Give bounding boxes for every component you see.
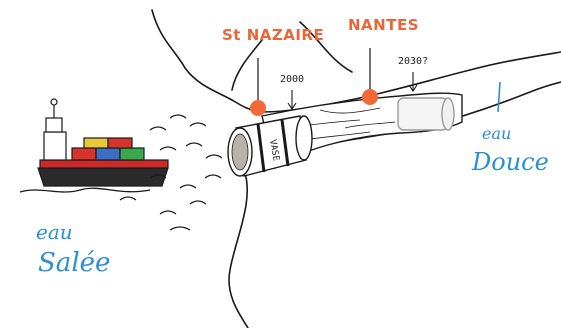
- st-nazaire-label: St NAZAIRE: [222, 26, 324, 44]
- year-2000-arrow: [288, 90, 296, 109]
- cargo-ship: [38, 99, 168, 186]
- year-2000-label: 2000: [280, 74, 304, 85]
- container-3: [84, 138, 108, 148]
- fresh-water-word: eau: [482, 124, 511, 143]
- year-2030-arrow: [409, 72, 417, 91]
- salt-water-word: eau: [36, 220, 73, 244]
- nantes-label: NANTES: [348, 16, 419, 34]
- st-nazaire-marker: [250, 100, 266, 116]
- year-2030-label: 2030?: [398, 56, 428, 67]
- container-1: [96, 148, 120, 160]
- fresh-water-label: Douce: [472, 148, 549, 176]
- nantes-marker: [362, 89, 378, 105]
- salt-water-label: Salée: [38, 248, 110, 278]
- container-0: [72, 148, 96, 160]
- container-2: [120, 148, 144, 160]
- fresh-water-marker: [498, 82, 500, 112]
- container-4: [108, 138, 132, 148]
